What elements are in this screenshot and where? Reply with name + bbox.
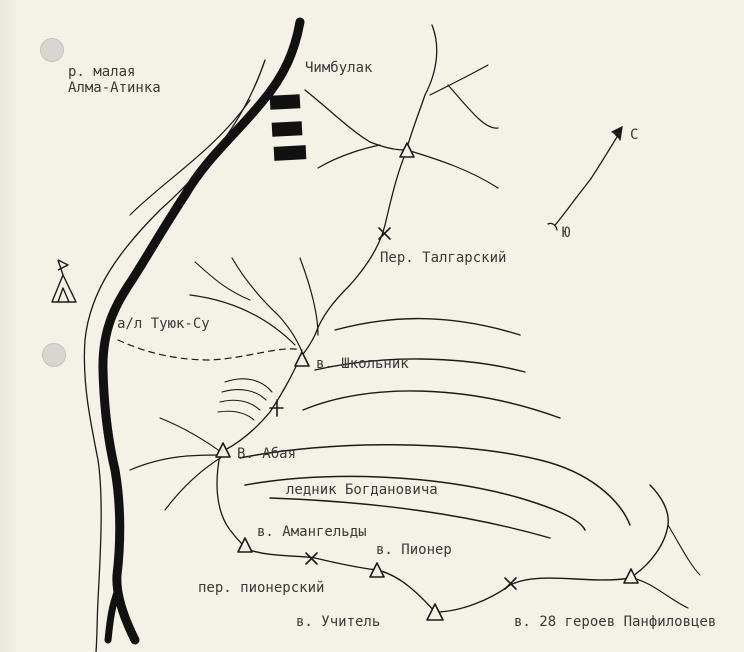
- ridge-abay-amangeldy: [216, 454, 244, 546]
- ridge-tail-2: [667, 524, 701, 576]
- peak-marker-abay: [215, 442, 231, 458]
- ridge-to-talgar: [299, 149, 408, 359]
- stream-upper-2: [429, 64, 489, 96]
- ridge-tail: [629, 577, 689, 609]
- label-tuyuk-su: а/л Туюк-Су: [117, 316, 210, 332]
- peak-marker-28-heroes: [623, 568, 639, 584]
- tent-flag-icon: [51, 259, 77, 303]
- pass-marker-east: [504, 577, 517, 590]
- ridge-glacier-inner: [269, 497, 551, 539]
- peak-marker-uchitel: [426, 603, 444, 621]
- label-peak-abay: В. Абая: [237, 446, 297, 462]
- label-peak-amangeldy: в. Амангельды: [257, 524, 367, 540]
- peak-marker-chimbulak: [399, 142, 415, 158]
- river-malaya-almatinka: [98, 17, 305, 645]
- stream-abay-2: [164, 454, 226, 511]
- stream-tuyuk-1: [231, 257, 303, 353]
- stream-chimbulak-2: [317, 144, 381, 169]
- compass-arrow-line: [554, 131, 621, 226]
- ridge-3: [302, 390, 561, 419]
- peak-marker-amangeldy: [237, 537, 253, 553]
- building-icon-1: [269, 94, 301, 110]
- label-compass-south: Ю: [562, 225, 571, 241]
- compass-arrow-head: [611, 125, 623, 141]
- building-icon-2: [271, 121, 303, 137]
- river-bank-line: [83, 59, 266, 652]
- compass-south-tick: [547, 222, 558, 231]
- label-pass-talgar: Пер. Талгарский: [380, 250, 507, 266]
- building-icon-3: [273, 145, 307, 161]
- stream-upper-3: [447, 84, 499, 129]
- label-peak-uchitel: в. Учитель: [296, 614, 381, 630]
- river-bank-line-2: [129, 99, 251, 216]
- label-compass-north: С: [630, 127, 639, 143]
- pass-marker-talgar: [378, 227, 391, 240]
- label-peak-shkolnik: в. Школьник: [316, 356, 409, 372]
- trail-dashed: [117, 339, 303, 361]
- pass-marker-abay: [269, 399, 284, 417]
- ridge-shkolnik-abay: [224, 357, 301, 451]
- main-ridge: [242, 484, 669, 613]
- binder-hole-bottom: [42, 343, 66, 367]
- peak-marker-shkolnik: [294, 351, 310, 367]
- ridge-1: [334, 317, 521, 336]
- label-river-malaya-almatinka: р. малая Алма-Атинка: [68, 64, 161, 96]
- cornice-3: [219, 399, 261, 411]
- label-chimbulak: Чимбулак: [305, 60, 373, 76]
- ridge-glacier-top: [239, 444, 631, 526]
- binder-hole-top: [40, 38, 64, 62]
- stream-ridge-east: [406, 149, 499, 189]
- label-glacier-bogdanovich: ледник Богдановича: [286, 482, 438, 498]
- peak-marker-pioner: [369, 562, 385, 578]
- stream-tuyuk-4: [194, 261, 251, 301]
- label-peak-pioner: в. Пионер: [376, 542, 452, 558]
- stream-tuyuk-3: [189, 294, 296, 346]
- pass-marker-pionersky: [305, 552, 318, 565]
- stream-abay-1: [129, 454, 221, 471]
- label-peak-28-heroes: в. 28 героев Панфиловцев: [514, 614, 717, 630]
- stream-chimbulak-main: [304, 89, 406, 151]
- river-fork: [104, 586, 122, 644]
- label-pass-pionersky: пер. пионерский: [198, 580, 325, 596]
- stream-abay-3: [159, 417, 226, 456]
- stream-upper-1: [406, 24, 438, 149]
- ridge-glacier-bottom: [244, 475, 586, 531]
- paper-edge: [0, 0, 18, 652]
- cornice-1: [224, 378, 273, 393]
- ridge-2: [314, 358, 526, 373]
- cornice-2: [221, 389, 267, 401]
- cornice-4: [217, 410, 255, 421]
- stream-tuyuk-2: [299, 257, 319, 336]
